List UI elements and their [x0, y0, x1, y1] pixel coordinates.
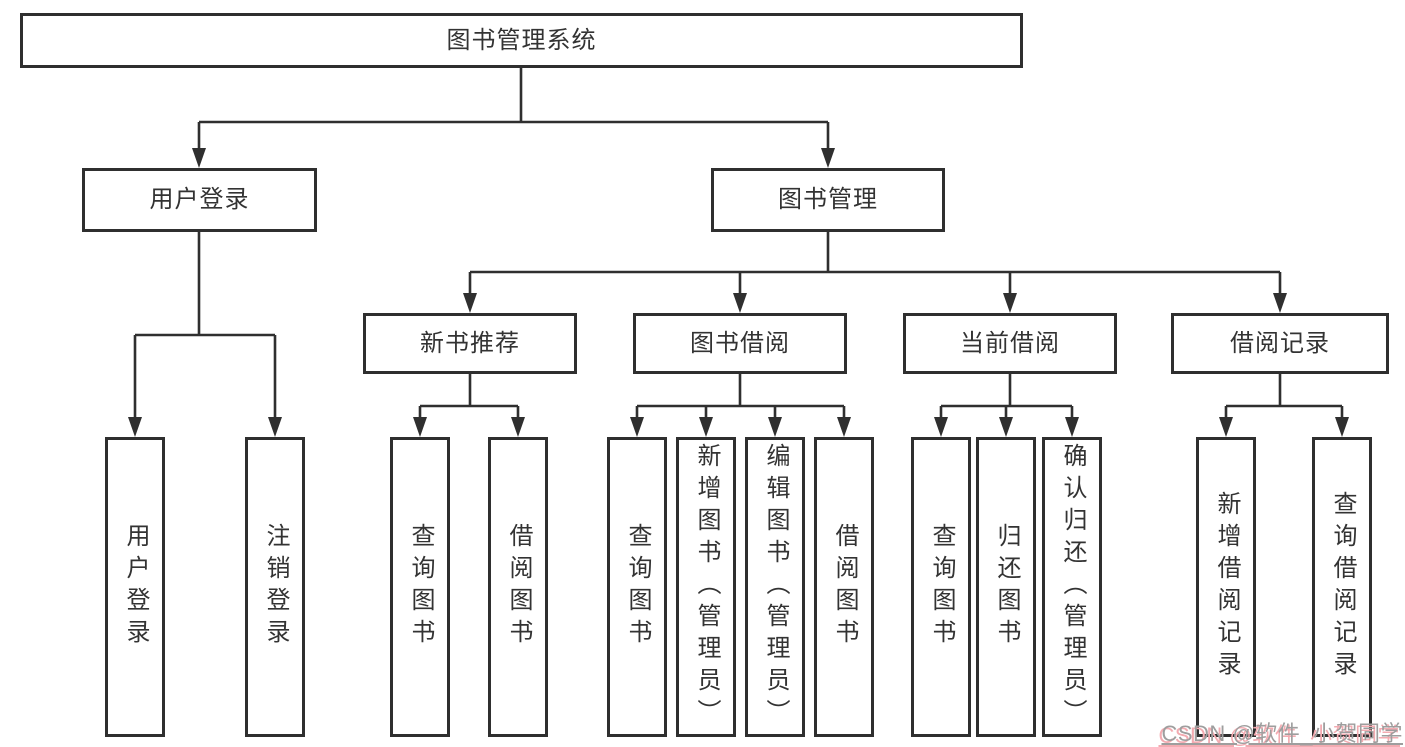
node-new-book-recommend: 新书推荐 [363, 313, 577, 374]
node-book-borrow: 图书借阅 [633, 313, 847, 374]
leaf-borrow-edit-book-admin: 编辑图书（管理员） [745, 437, 805, 737]
leaf-records-add-record: 新增借阅记录 [1196, 437, 1256, 737]
leaf-user-login: 用户登录 [105, 437, 165, 737]
leaf-borrow-query-book: 查询图书 [607, 437, 667, 737]
node-current-borrow: 当前借阅 [903, 313, 1117, 374]
node-book-management: 图书管理 [711, 168, 945, 232]
node-borrow-records: 借阅记录 [1171, 313, 1389, 374]
leaf-current-return-book: 归还图书 [976, 437, 1036, 737]
leaf-newbook-borrow-book: 借阅图书 [488, 437, 548, 737]
csdn-watermark: CSDN @软件_小贺同学 [1161, 721, 1403, 746]
leaf-logout-login: 注销登录 [245, 437, 305, 737]
leaf-current-query-book: 查询图书 [911, 437, 971, 737]
node-user-login: 用户登录 [82, 168, 317, 232]
leaf-current-confirm-return-admin: 确认归还（管理员） [1042, 437, 1102, 737]
leaf-records-query-record: 查询借阅记录 [1312, 437, 1372, 737]
node-root: 图书管理系统 [20, 13, 1023, 68]
leaf-newbook-query-book: 查询图书 [390, 437, 450, 737]
leaf-borrow-borrow-book: 借阅图书 [814, 437, 874, 737]
leaf-borrow-add-book-admin: 新增图书（管理员） [676, 437, 736, 737]
